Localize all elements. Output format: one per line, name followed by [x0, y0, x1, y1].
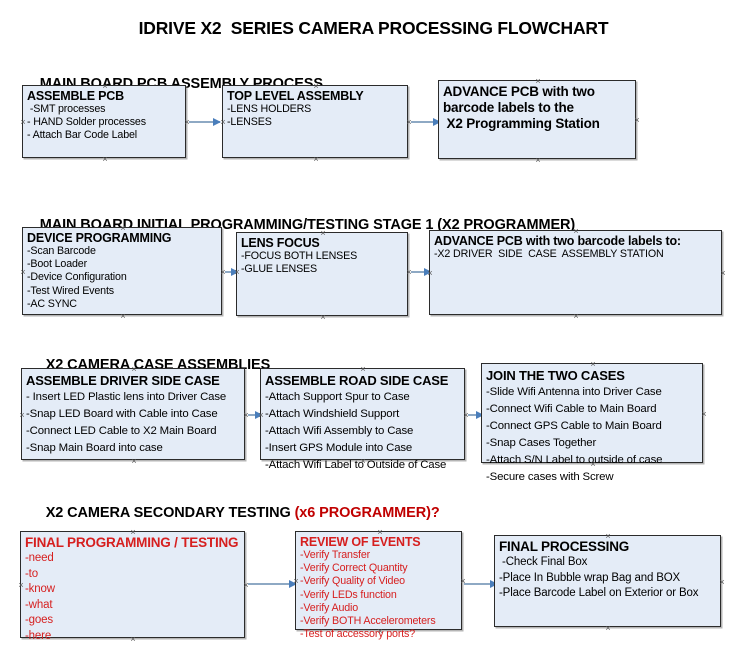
connector-top-level-assembly-to-advance-pcb — [411, 117, 441, 126]
node-line: -Scan Barcode — [27, 245, 96, 257]
node-title: TOP LEVEL ASSEMBLY — [227, 89, 364, 103]
node-advance-pcb-driver-side-case[interactable]: ADVANCE PCB with two barcode labels to: … — [429, 230, 722, 315]
node-assemble-driver-side-case[interactable]: ASSEMBLE DRIVER SIDE CASE - Insert LED P… — [21, 368, 245, 460]
node-line: -Check Final Box — [499, 556, 588, 568]
node-line: - HAND Solder processes — [27, 116, 146, 129]
node-line: -LENS HOLDERS — [227, 103, 312, 115]
node-line: -Device Configuration — [27, 271, 127, 284]
node-line: -GLUE LENSES — [241, 263, 318, 276]
node-line: -Connect GPS Cable to Main Board — [486, 420, 662, 432]
node-line: -to — [25, 567, 38, 580]
selection-handle[interactable] — [534, 156, 543, 165]
node-line: -here — [25, 629, 52, 642]
node-line: -Verify Transfer — [300, 549, 371, 561]
connector-lens-focus-to-advance-pcb-driver-side — [411, 267, 432, 276]
node-title: FINAL PROCESSING — [499, 539, 630, 554]
node-line: - Insert LED Plastic lens into Driver Ca… — [26, 391, 227, 403]
node-line: -Snap Main Board into case — [26, 442, 163, 454]
node-line: -Insert GPS Module into Case — [265, 442, 413, 454]
node-title: JOIN THE TWO CASES — [486, 368, 625, 383]
node-line: -goes — [25, 614, 54, 626]
page-title: IDRIVE X2 SERIES CAMERA PROCESSING FLOWC… — [138, 18, 609, 38]
node-line: -Secure cases with Screw — [486, 471, 614, 483]
node-advance-pcb-programming-station[interactable]: ADVANCE PCB with two barcode labels to t… — [438, 80, 636, 159]
selection-handle[interactable] — [572, 312, 581, 321]
node-device-programming[interactable]: DEVICE PROGRAMMING -Scan Barcode -Boot L… — [22, 227, 222, 315]
connector-final-programming-to-review-of-events — [248, 579, 297, 588]
node-line: -FOCUS BOTH LENSES — [241, 250, 358, 262]
node-line: -Attach S/N Label to outside of case — [486, 454, 663, 466]
node-line: -Snap Cases Together — [486, 437, 597, 449]
node-line: -LENSES — [227, 116, 272, 129]
node-title: ADVANCE PCB with two barcode labels to: — [434, 234, 681, 248]
node-title: FINAL PROGRAMMING / TESTING — [25, 535, 239, 550]
selection-handle[interactable] — [604, 624, 613, 633]
selection-handle[interactable] — [718, 578, 727, 587]
node-line: - Attach Bar Code Label — [27, 129, 138, 142]
node-assemble-pcb[interactable]: ASSEMBLE PCB -SMT processes - HAND Solde… — [22, 85, 186, 158]
node-line: -AC SYNC — [27, 297, 77, 310]
node-join-the-two-cases[interactable]: JOIN THE TWO CASES -Slide Wifi Antenna i… — [481, 363, 703, 483]
node-top-level-assembly[interactable]: TOP LEVEL ASSEMBLY -LENS HOLDERS -LENSES — [222, 85, 408, 158]
selection-handle[interactable] — [130, 457, 139, 466]
node-lens-focus[interactable]: LENS FOCUS -FOCUS BOTH LENSES -GLUE LENS… — [236, 232, 408, 316]
node-line: -Place Barcode Label on Exterior or Box — [499, 587, 699, 599]
node-title: ASSEMBLE ROAD SIDE CASE — [265, 373, 449, 388]
node-line: -Connect LED Cable to X2 Main Board — [26, 425, 217, 437]
connector-assemble-pcb-to-top-level-assembly — [189, 117, 221, 126]
selection-handle[interactable] — [319, 313, 328, 322]
selection-handle[interactable] — [242, 581, 251, 590]
node-final-processing[interactable]: FINAL PROCESSING -Check Final Box -Place… — [494, 535, 721, 627]
node-title: ASSEMBLE DRIVER SIDE CASE — [26, 373, 220, 388]
connector-road-side-to-join-cases — [468, 410, 484, 419]
connector-driver-side-to-road-side — [248, 410, 263, 419]
node-line: -Slide Wifi Antenna into Driver Case — [486, 386, 662, 398]
selection-handle[interactable] — [719, 269, 728, 278]
node-line: -Place In Bubble wrap Bag and BOX — [499, 571, 681, 584]
node-line: -need — [25, 552, 54, 564]
selection-handle[interactable] — [119, 312, 128, 321]
node-title: ADVANCE PCB with two — [443, 84, 595, 99]
selection-handle[interactable] — [101, 155, 110, 164]
node-line: -Attach Windshield Support — [265, 408, 400, 420]
node-line: -know — [25, 583, 55, 595]
node-line: -Attach Wifi Assembly to Case — [265, 425, 414, 437]
node-title: REVIEW OF EVENTS — [300, 535, 421, 549]
node-line: -Attach Support Spur to Case — [265, 391, 410, 403]
node-line-overflow: -Test of accessory ports? — [300, 628, 416, 641]
connector-review-of-events-to-final-processing — [464, 579, 498, 588]
node-line: -Connect Wifi Cable to Main Board — [486, 403, 657, 415]
node-line: barcode labels to the — [443, 100, 574, 115]
node-review-of-events[interactable]: REVIEW OF EVENTS -Verify Transfer -Verif… — [295, 531, 462, 640]
node-line: X2 Programming Station — [443, 116, 600, 131]
node-final-programming-testing[interactable]: FINAL PROGRAMMING / TESTING -need -to -k… — [20, 531, 245, 642]
node-title: LENS FOCUS — [241, 236, 320, 250]
node-line: -what — [25, 598, 53, 611]
selection-handle[interactable] — [700, 410, 709, 419]
node-line: -Verify Correct Quantity — [300, 562, 408, 575]
node-line: -Verify Audio — [300, 601, 359, 614]
node-title: DEVICE PROGRAMMING — [27, 231, 172, 245]
node-line: -Snap LED Board with Cable into Case — [26, 408, 218, 420]
selection-handle[interactable] — [633, 116, 642, 125]
node-assemble-road-side-case[interactable]: ASSEMBLE ROAD SIDE CASE -Attach Support … — [260, 368, 465, 471]
node-line: -Test Wired Events — [27, 284, 114, 297]
section-title-x2-camera-secondary-testing: X2 CAMERA SECONDARY TESTING (x6 PROGRAMM… — [30, 489, 440, 537]
node-line: -Boot Loader — [27, 258, 87, 271]
node-line: -SMT processes — [27, 103, 106, 115]
node-line: -Attach Wifi Label to Outside of Case — [265, 459, 447, 471]
node-line: -X2 DRIVER SIDE CASE ASSEMBLY STATION — [434, 248, 664, 260]
node-title: ASSEMBLE PCB — [27, 89, 124, 103]
node-line: -Verify Quality of Video — [300, 575, 405, 588]
node-line: -Verify LEDs function — [300, 588, 397, 601]
node-line: -Verify BOTH Accelerometers — [300, 615, 436, 628]
section-title-text: X2 CAMERA SECONDARY TESTING — [45, 505, 295, 521]
section-title-accent: (x6 PROGRAMMER)? — [294, 505, 440, 521]
connector-device-programming-to-lens-focus — [225, 267, 239, 276]
selection-handle[interactable] — [312, 155, 321, 164]
